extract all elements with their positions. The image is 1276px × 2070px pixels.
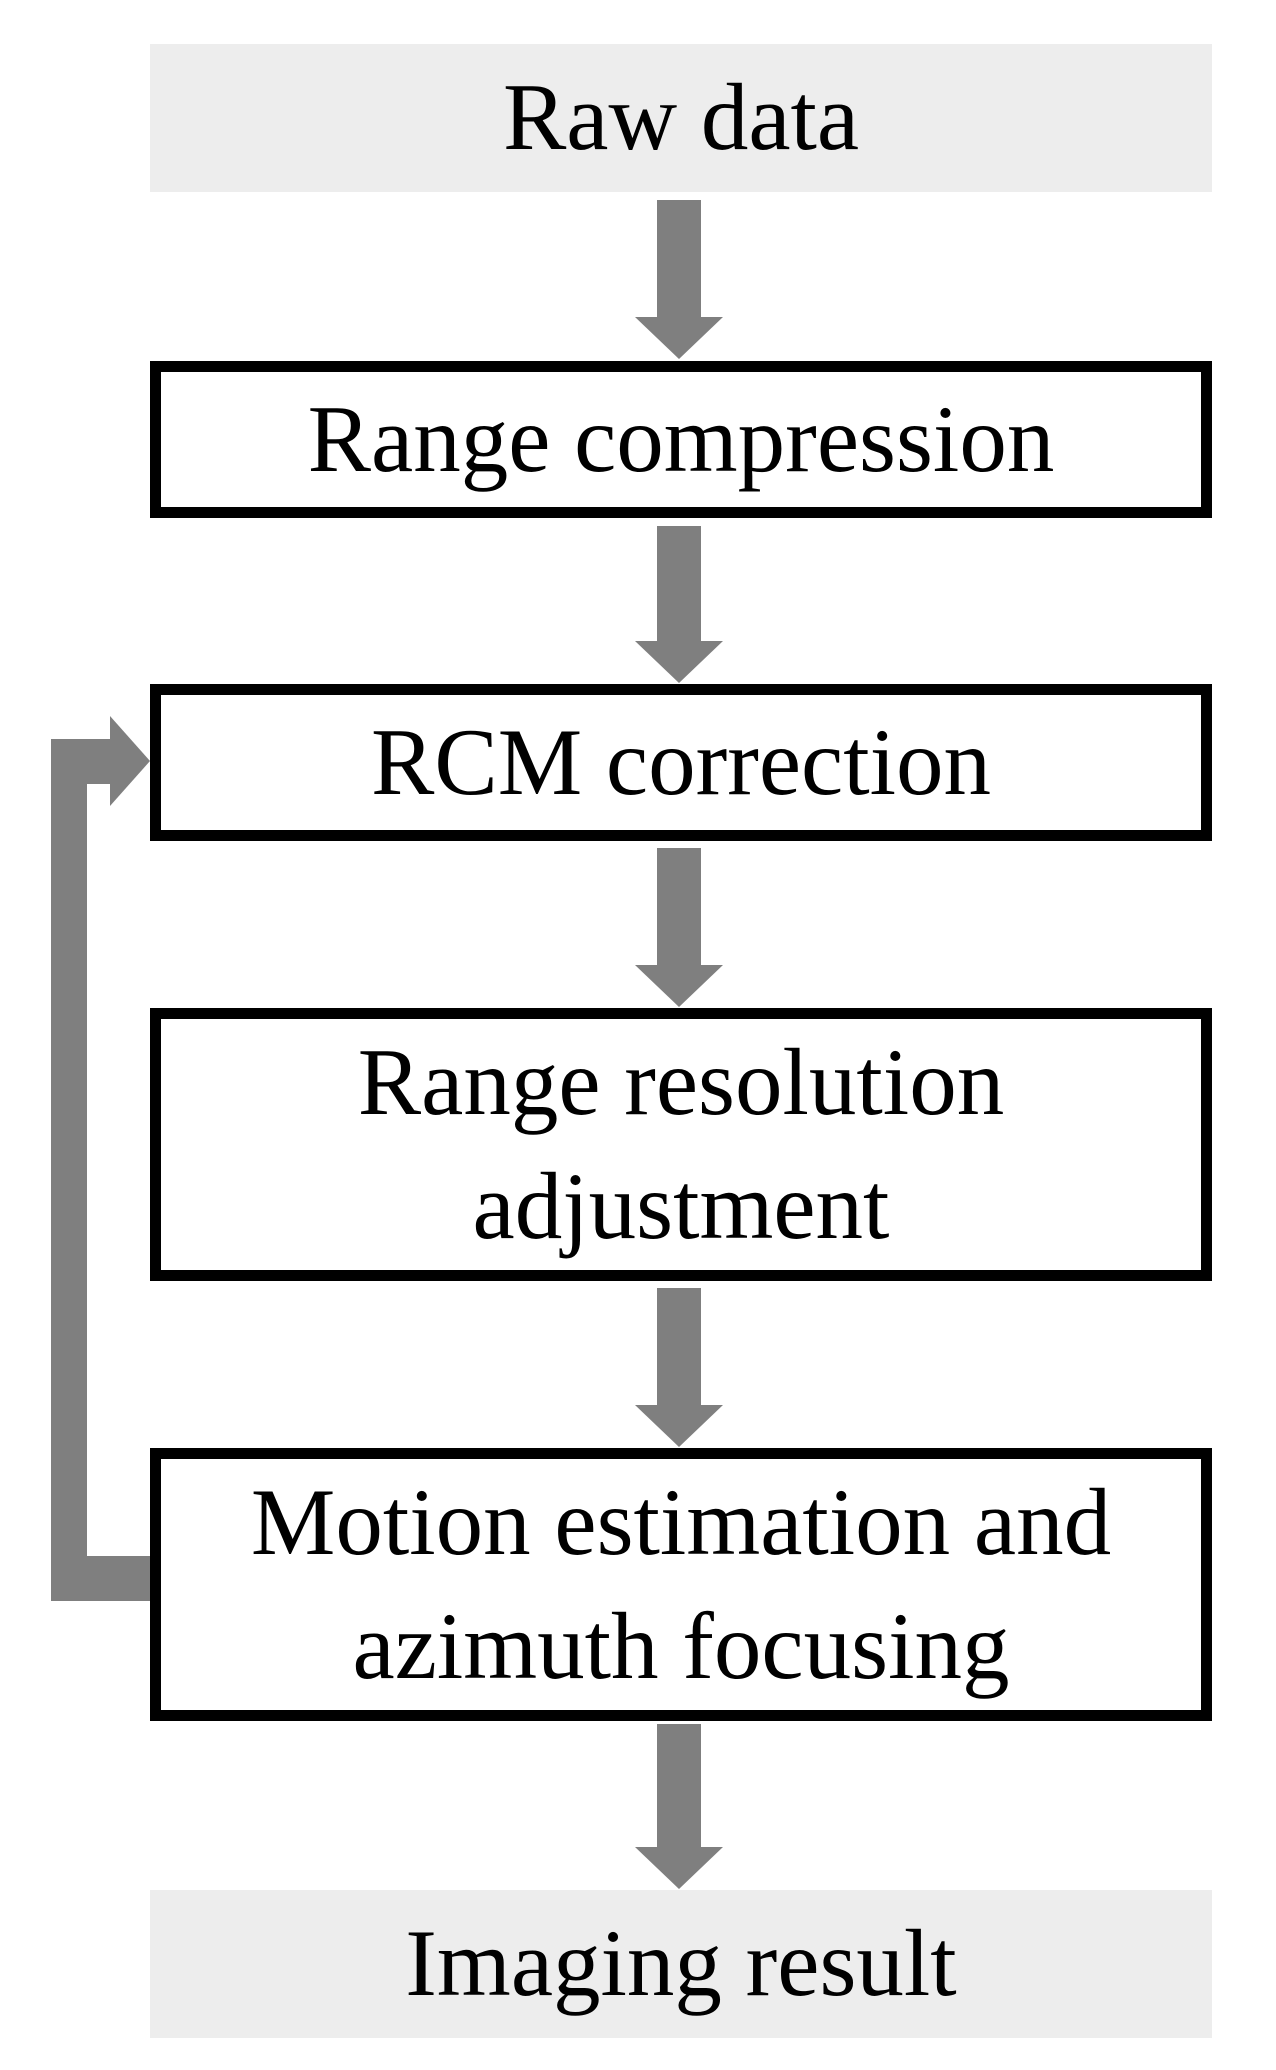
node-rcm-correction-label: RCM correction: [370, 708, 991, 815]
node-rcm-correction: RCM correction: [150, 684, 1212, 841]
node-imaging-result: Imaging result: [150, 1890, 1212, 2038]
arrow-range-resolution-adjustment-to-motion-estimation: [635, 1288, 723, 1447]
node-imaging-result-label: Imaging result: [405, 1910, 957, 2017]
feedback-loop-vertical-segment: [51, 740, 87, 1601]
node-raw-data: Raw data: [150, 44, 1212, 192]
arrow-raw-data-to-range-compression: [635, 200, 723, 359]
node-range-resolution-adjustment: Range resolution adjustment: [150, 1008, 1212, 1281]
feedback-loop-arrowhead-icon: [110, 716, 150, 806]
node-motion-estimation-azimuth-focusing: Motion estimation and azimuth focusing: [150, 1448, 1212, 1721]
feedback-loop-top-segment: [51, 739, 111, 784]
arrow-rcm-correction-to-range-resolution-adjustment: [635, 848, 723, 1007]
node-range-resolution-adjustment-label: Range resolution adjustment: [357, 1029, 1005, 1259]
node-motion-estimation-azimuth-focusing-label: Motion estimation and azimuth focusing: [250, 1469, 1112, 1699]
node-range-compression: Range compression: [150, 361, 1212, 518]
node-raw-data-label: Raw data: [502, 64, 860, 171]
feedback-loop-bottom-segment: [51, 1556, 152, 1601]
arrow-range-compression-to-rcm-correction: [635, 526, 723, 683]
node-range-compression-label: Range compression: [307, 385, 1055, 492]
arrow-motion-estimation-to-imaging-result: [635, 1724, 723, 1889]
